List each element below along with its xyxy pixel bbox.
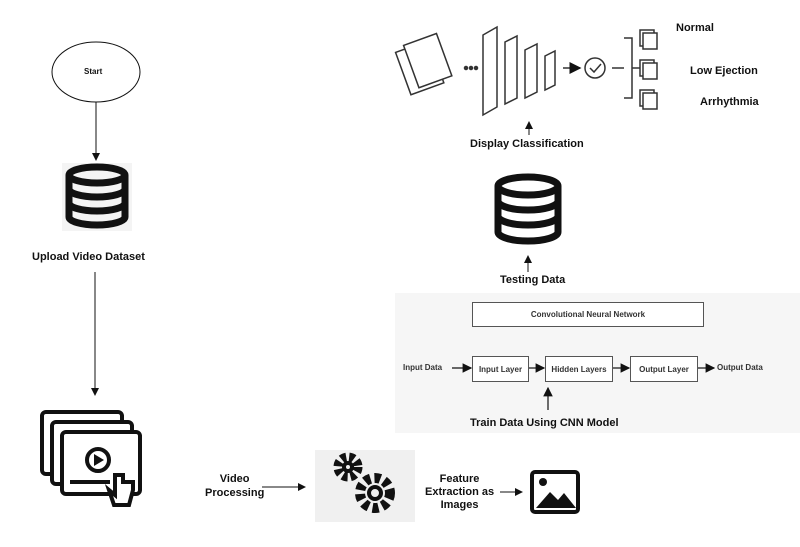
train-label: Train Data Using CNN Model (470, 417, 619, 429)
class-normal: Normal (676, 22, 714, 34)
image-icon (530, 470, 580, 514)
testing-data-label: Testing Data (500, 274, 566, 286)
class-low-ejection: Low Ejection (690, 65, 758, 77)
video-icon (40, 410, 142, 507)
cnn-title-box: Convolutional Neural Network (472, 302, 704, 327)
classification-graphic (394, 25, 658, 117)
start-label: Start (84, 67, 103, 76)
testing-database-icon (494, 173, 562, 245)
gears-icon (333, 452, 395, 513)
input-data-label: Input Data (403, 363, 443, 372)
database-icon (62, 163, 132, 231)
hidden-layers-box: Hidden Layers (545, 356, 613, 382)
input-layer-box: Input Layer (472, 356, 529, 382)
class-arrhythmia: Arrhythmia (700, 96, 759, 108)
upload-label: Upload Video Dataset (32, 251, 145, 263)
output-data-label: Output Data (717, 363, 763, 372)
display-classification-label: Display Classification (470, 138, 584, 150)
output-layer-box: Output Layer (630, 356, 698, 382)
